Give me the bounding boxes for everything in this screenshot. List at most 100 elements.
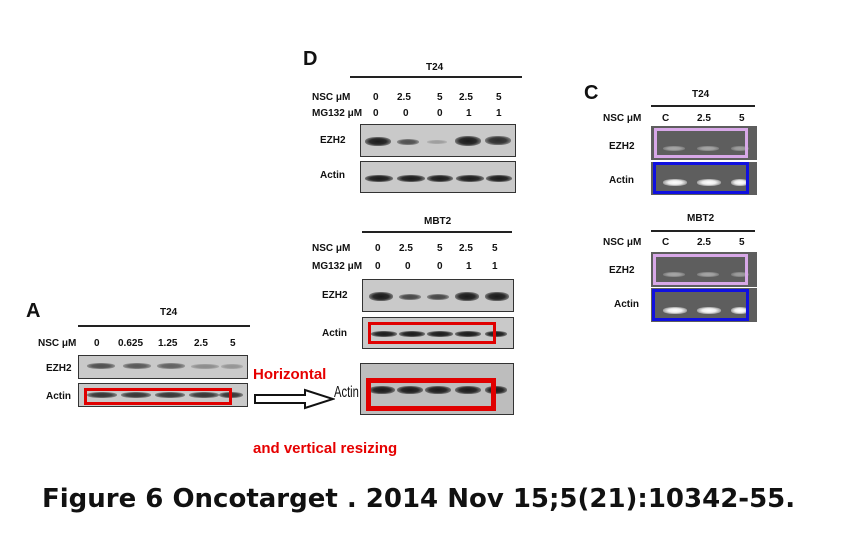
panel-d-bottom-ezh2-blot (362, 279, 514, 312)
band (663, 146, 685, 151)
panel-d-top-nsc-2: 5 (437, 92, 443, 103)
band (455, 136, 481, 146)
panel-a-letter: A (26, 300, 41, 322)
panel-a-header-rule (78, 325, 250, 327)
panel-c-top-ezh2-box (654, 128, 748, 158)
panel-c-top-nsc-label: NSC μM (603, 113, 642, 124)
panel-d-bottom-nsc-3: 2.5 (459, 243, 473, 254)
panel-d-bottom-row-actin: Actin (322, 328, 347, 339)
panel-c-top-cell-line: T24 (692, 89, 710, 100)
panel-d-bottom-nsc-0: 0 (375, 243, 381, 254)
arrow-right-icon (254, 388, 335, 410)
panel-c-top-dose-0: C (662, 113, 670, 124)
panel-d-bottom-row-ezh2: EZH2 (322, 290, 348, 301)
panel-d-bottom-rule (362, 231, 512, 233)
panel-d-bottom-cell-line: MBT2 (424, 216, 452, 227)
band (697, 272, 719, 277)
band (221, 364, 243, 369)
band (399, 331, 425, 337)
panel-a-dose-3: 2.5 (194, 338, 208, 349)
panel-a-actin-highlight (84, 388, 232, 405)
band (455, 386, 481, 394)
band (425, 386, 451, 394)
panel-d-top-row-actin: Actin (320, 170, 345, 181)
band (427, 175, 453, 182)
panel-c-bottom-nsc-label: NSC μM (603, 237, 642, 248)
band (485, 292, 509, 301)
band (697, 146, 719, 151)
band (123, 363, 151, 369)
panel-a-dose-0: 0 (94, 338, 100, 349)
panel-d-top-nsc-1: 2.5 (397, 92, 411, 103)
band (455, 292, 479, 301)
panel-a-row-ezh2: EZH2 (46, 363, 72, 374)
panel-d-letter: D (303, 48, 318, 70)
panel-d-bottom-nsc-2: 5 (437, 243, 443, 254)
panel-d-top-cell-line: T24 (426, 62, 444, 73)
panel-c-top-rule (651, 105, 755, 107)
band (663, 179, 687, 186)
panel-c-bottom-dose-1: 2.5 (697, 237, 711, 248)
band (397, 386, 423, 394)
panel-d-top-mg-4: 1 (496, 108, 502, 119)
panel-d-top-mg-1: 0 (403, 108, 409, 119)
band (399, 294, 421, 300)
panel-c-top-actin-gel (651, 162, 757, 195)
panel-a-ezh2-blot (78, 355, 248, 379)
panel-d-bottom-nsc-label: NSC μM (312, 243, 351, 254)
panel-c-bottom-actin-box (652, 289, 749, 321)
panel-c-bottom-ezh2-box (653, 254, 748, 285)
panel-d-top-row-ezh2: EZH2 (320, 135, 346, 146)
panel-d-bottom-mg-2: 0 (437, 261, 443, 272)
panel-a-dose-1: 0.625 (118, 338, 144, 349)
panel-c-bottom-dose-0: C (662, 237, 670, 248)
band (365, 137, 391, 146)
panel-d-top-mg-2: 0 (437, 108, 443, 119)
panel-c-bottom-rule (651, 230, 755, 232)
panel-a-row-actin: Actin (46, 391, 71, 402)
band (485, 386, 507, 394)
band (456, 175, 484, 182)
panel-d-bottom-mg-label: MG132 μM (312, 261, 363, 272)
panel-d-bottom-mg-1: 0 (405, 261, 411, 272)
panel-d-top-nsc-0: 0 (373, 92, 379, 103)
band (486, 175, 512, 182)
panel-d-top-rule (350, 76, 522, 78)
band (397, 175, 425, 182)
panel-c-bottom-ezh2-gel (651, 252, 757, 287)
band (427, 331, 453, 337)
panel-d-bottom-mg-0: 0 (375, 261, 381, 272)
panel-a-nsc-label: NSC μM (38, 338, 77, 349)
panel-d-top-ezh2-blot (360, 124, 516, 157)
stretched-actin-highlight (366, 378, 496, 411)
band (191, 364, 219, 369)
panel-c-top-dose-2: 5 (739, 113, 745, 124)
band (455, 331, 481, 337)
panel-a-dose-4: 5 (230, 338, 236, 349)
panel-d-bottom-mg-4: 1 (492, 261, 498, 272)
figure-caption: Figure 6 Oncotarget . 2014 Nov 15;5(21):… (42, 484, 796, 514)
band (485, 136, 511, 145)
panel-d-top-nsc-3: 2.5 (459, 92, 473, 103)
panel-d-bottom-nsc-4: 5 (492, 243, 498, 254)
panel-d-bottom-mg-3: 1 (466, 261, 472, 272)
band (427, 140, 447, 144)
panel-d-bottom-nsc-1: 2.5 (399, 243, 413, 254)
panel-c-bottom-dose-2: 5 (739, 237, 745, 248)
panel-c-top-row-ezh2: EZH2 (609, 141, 635, 152)
band (731, 179, 749, 186)
panel-c-top-dose-1: 2.5 (697, 113, 711, 124)
panel-c-top-ezh2-gel (651, 126, 757, 160)
panel-d-top-mg-0: 0 (373, 108, 379, 119)
annotation-horizontal: Horizontal (253, 366, 327, 383)
panel-c-bottom-row-ezh2: EZH2 (609, 265, 635, 276)
band (697, 179, 721, 186)
panel-c-top-actin-box (653, 162, 749, 194)
panel-a-cell-line: T24 (160, 307, 178, 318)
panel-a-dose-2: 1.25 (158, 338, 178, 349)
band (87, 363, 115, 369)
band (397, 139, 419, 145)
band (121, 392, 151, 398)
band (155, 392, 185, 398)
band (731, 146, 749, 151)
